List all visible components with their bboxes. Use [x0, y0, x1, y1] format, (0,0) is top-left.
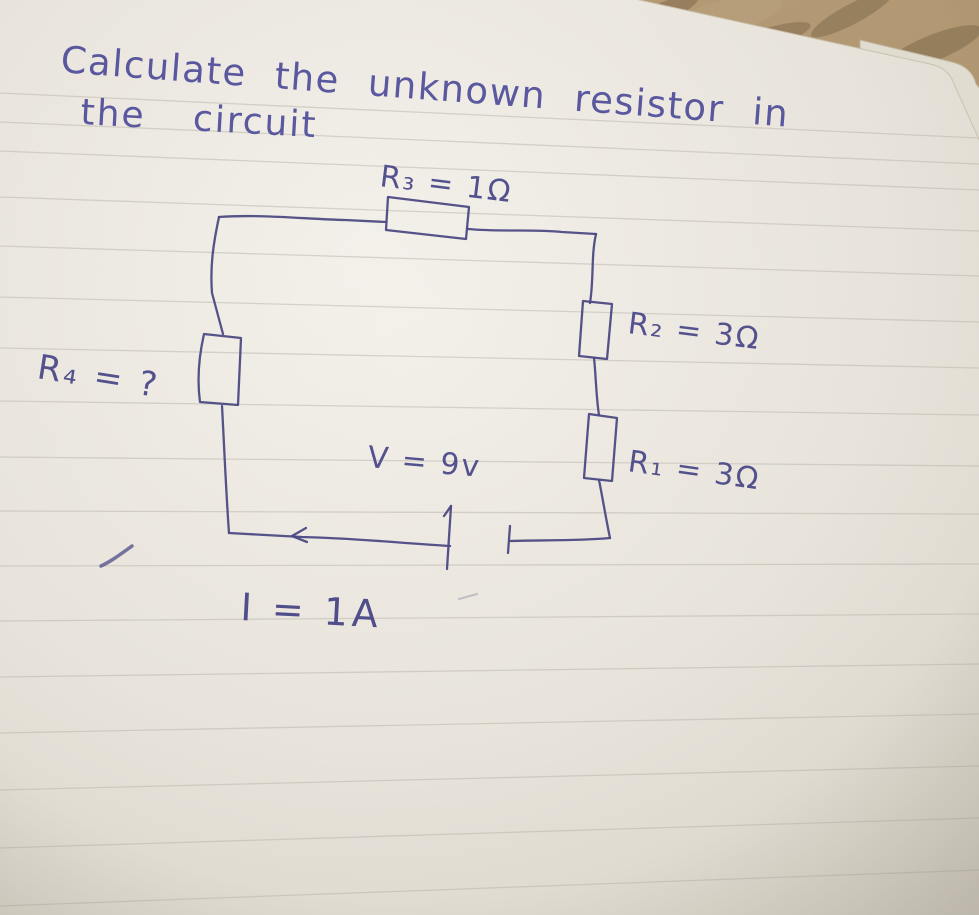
photo-canvas: Calculate the unknown resistor in the ci… — [0, 0, 979, 915]
notebook-photo: Calculate the unknown resistor in the ci… — [0, 0, 979, 915]
photo-vignette — [0, 0, 979, 915]
